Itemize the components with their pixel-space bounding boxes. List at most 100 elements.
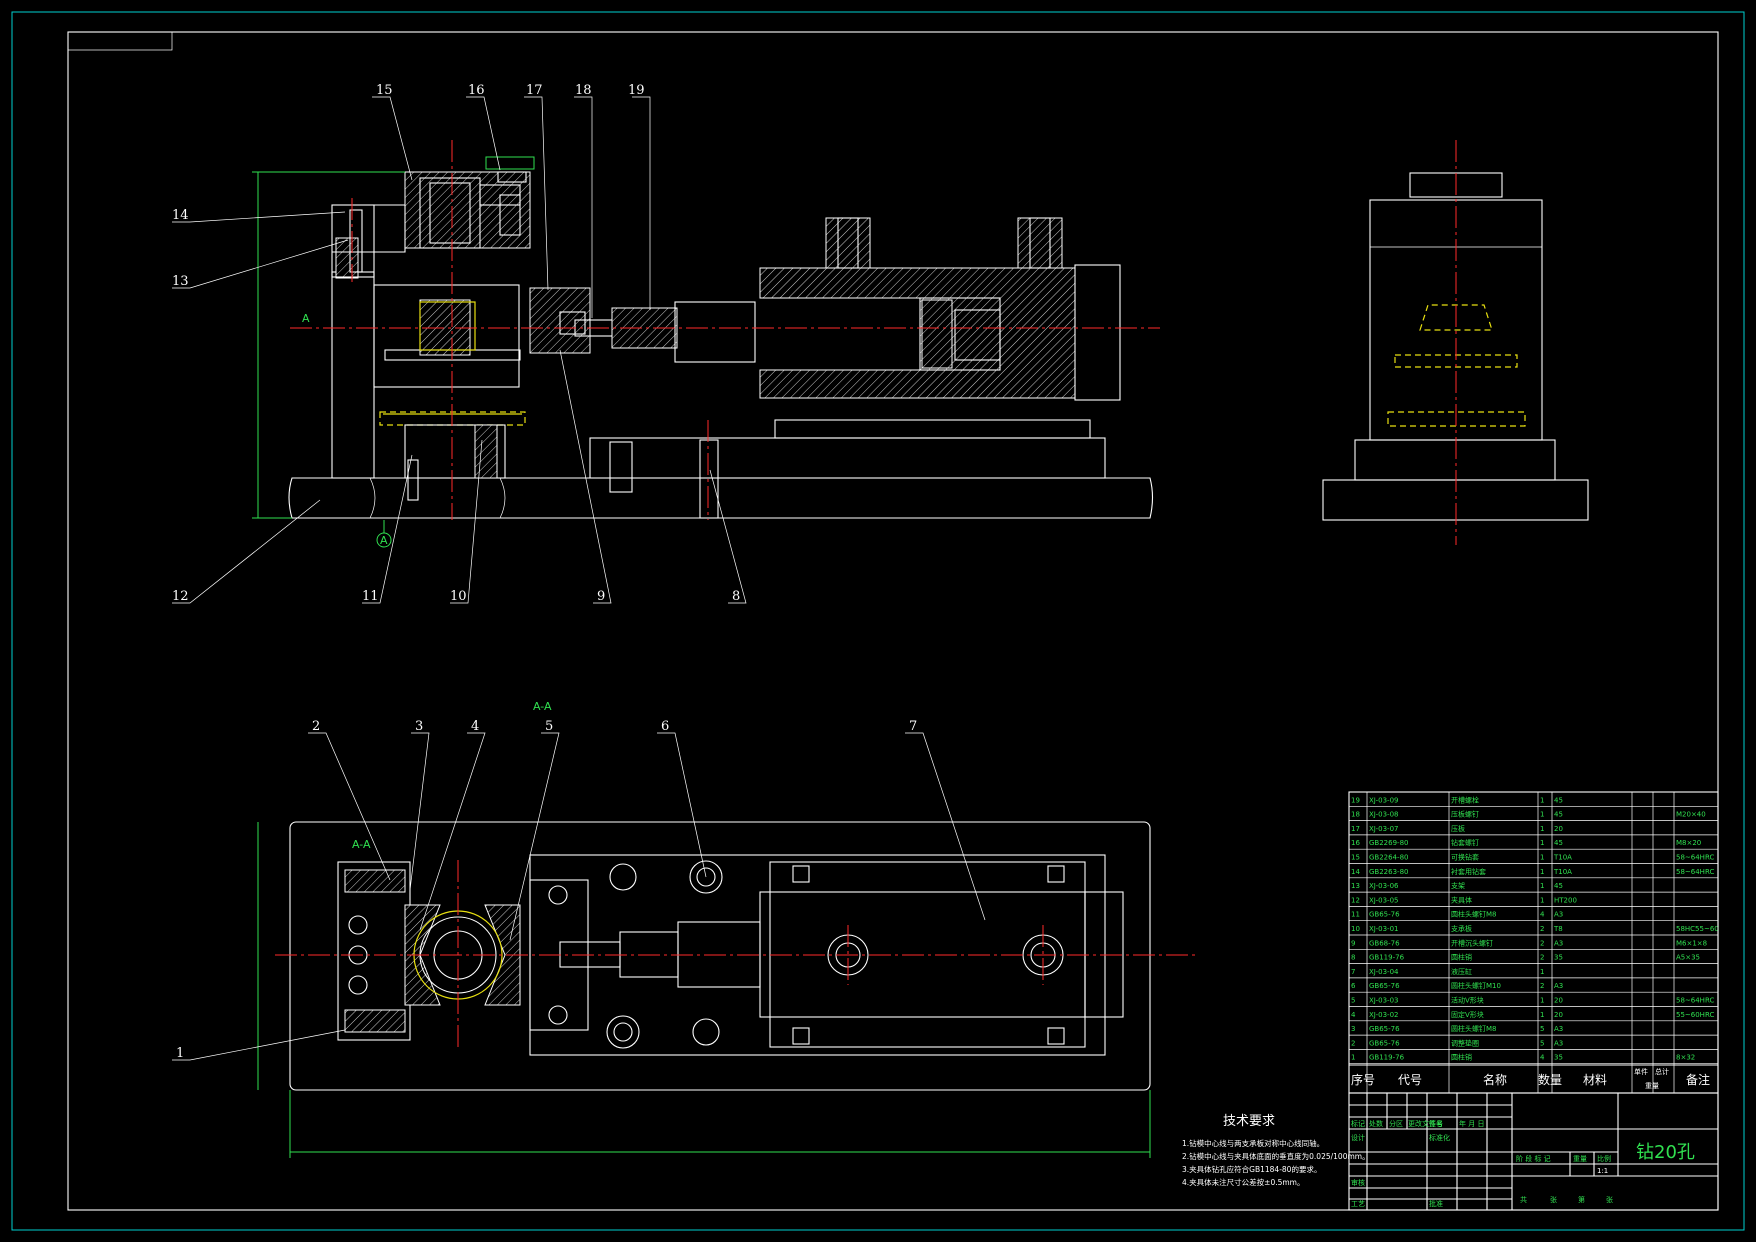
balloon-1: 1: [176, 1046, 184, 1061]
parts-cell: 活动V形块: [1451, 996, 1484, 1005]
parts-cell: A3: [1554, 1025, 1563, 1033]
parts-cell: 5: [1540, 1039, 1544, 1047]
section-aa-label: A-A: [533, 700, 552, 713]
parts-cell: 圆柱头螺钉M10: [1451, 981, 1501, 990]
tech-req-4: 4.夹具体未注尺寸公差按±0.5mm。: [1182, 1177, 1304, 1187]
hdr-name: 名称: [1483, 1072, 1507, 1087]
section-aa-small: A-A: [352, 838, 371, 851]
parts-cell: 圆柱头螺钉M8: [1451, 1024, 1497, 1033]
balloon-16: 16: [468, 83, 485, 98]
drawing-name: 钻20孔: [1636, 1142, 1695, 1163]
hdr-unit-weight: 单件: [1634, 1067, 1648, 1076]
tb-scale: 1:1: [1597, 1167, 1608, 1175]
parts-cell: XJ-03-08: [1369, 811, 1398, 819]
parts-cell: 开槽沉头螺钉: [1451, 938, 1493, 947]
parts-cell: 35: [1554, 954, 1563, 962]
hydraulic-cylinder: [674, 301, 756, 363]
parts-cell: 3: [1351, 1025, 1355, 1033]
parts-cell: 圆柱销: [1451, 1053, 1472, 1062]
parts-cell: 4: [1540, 911, 1545, 919]
parts-cell: 1: [1540, 868, 1544, 876]
parts-cell: XJ-03-05: [1369, 896, 1398, 904]
parts-cell: 7: [1351, 968, 1355, 976]
parts-cell: 1: [1540, 997, 1544, 1005]
parts-cell: 16: [1351, 839, 1360, 847]
parts-cell: XJ-03-07: [1369, 825, 1398, 833]
parts-cell: 1: [1540, 796, 1544, 804]
parts-cell: 13: [1351, 882, 1360, 890]
parts-cell: 45: [1554, 882, 1563, 890]
tech-req-1: 1.钻模中心线与两支承板对称中心线同轴。: [1182, 1138, 1324, 1148]
parts-cell: 14: [1351, 868, 1360, 876]
inner-frame: [67, 31, 1719, 1211]
parts-cell: XJ-03-09: [1369, 796, 1398, 804]
balloon-14: 14: [172, 208, 189, 223]
parts-cell: 58HC55~60: [1676, 925, 1719, 933]
parts-cell: 2: [1540, 939, 1544, 947]
parts-cell: 45: [1554, 839, 1563, 847]
parts-cell: 2: [1351, 1039, 1355, 1047]
front-view: A A: [252, 140, 1160, 548]
parts-cell: 支架: [1451, 881, 1465, 890]
parts-cell: A3: [1554, 911, 1563, 919]
parts-cell: 12: [1351, 896, 1360, 904]
parts-cell: 1: [1540, 968, 1544, 976]
parts-cell: GB119-76: [1369, 954, 1405, 962]
parts-cell: 10: [1351, 925, 1360, 933]
tb-weight: 重量: [1573, 1155, 1587, 1163]
parts-cell: 圆柱销: [1451, 953, 1472, 962]
tb-stage: 阶 段 标 记: [1516, 1154, 1551, 1163]
parts-cell: 1: [1540, 896, 1544, 904]
parts-cell: 钻套螺钉: [1451, 838, 1479, 847]
parts-cell: 55~60HRC: [1676, 1011, 1714, 1019]
tb-mark: 标记: [1351, 1119, 1365, 1128]
hdr-no: 序号: [1351, 1072, 1375, 1087]
parts-cell: 圆柱头螺钉M8: [1451, 910, 1497, 919]
parts-cell: 压板螺钉: [1451, 810, 1479, 819]
tb-standard: 标准化: [1429, 1133, 1450, 1142]
tb-ratio: 比例: [1597, 1154, 1611, 1163]
hdr-weight: 重量: [1645, 1082, 1659, 1090]
parts-cell: 6: [1351, 982, 1356, 990]
parts-cell: 8×32: [1676, 1054, 1695, 1062]
parts-cell: 压板: [1451, 824, 1465, 833]
hdr-total-weight: 总计: [1655, 1067, 1669, 1076]
parts-cell: 1: [1351, 1054, 1355, 1062]
balloon-10: 10: [450, 589, 467, 604]
tb-design: 设计: [1351, 1133, 1365, 1142]
tech-req-2: 2.钻模中心线与夹具体底面的垂直度为0.025/100mm。: [1182, 1151, 1370, 1161]
parts-cell: 20: [1554, 825, 1563, 833]
parts-cell: A3: [1554, 982, 1563, 990]
balloon-8: 8: [732, 589, 740, 604]
corner-box: [67, 31, 173, 51]
parts-cell: GB119-76: [1369, 1054, 1405, 1062]
parts-cell: 5: [1351, 997, 1355, 1005]
tb-count: 处数: [1369, 1119, 1383, 1128]
parts-cell: 45: [1554, 796, 1563, 804]
parts-cell: GB65-76: [1369, 1039, 1400, 1047]
parts-cell: 8: [1351, 954, 1355, 962]
parts-cell: M20×40: [1676, 811, 1706, 819]
parts-cell: A3: [1554, 939, 1563, 947]
hdr-material: 材料: [1583, 1073, 1607, 1087]
parts-cell: 11: [1351, 911, 1360, 919]
balloon-12: 12: [172, 589, 189, 604]
tb-zone: 分区: [1389, 1119, 1403, 1128]
parts-cell: 1: [1540, 825, 1544, 833]
parts-cell: 2: [1540, 925, 1544, 933]
tech-req-title: 技术要求: [1223, 1114, 1275, 1129]
parts-cell: 1: [1540, 854, 1544, 862]
technical-requirements: 技术要求 1.钻模中心线与两支承板对称中心线同轴。 2.钻模中心线与夹具体底面的…: [1182, 1114, 1370, 1187]
balloon-11: 11: [362, 589, 379, 604]
parts-cell: 4: [1351, 1011, 1356, 1019]
parts-cell: M8×20: [1676, 839, 1701, 847]
parts-cell: 18: [1351, 811, 1360, 819]
parts-cell: HT200: [1554, 896, 1577, 904]
parts-cell: T10A: [1553, 854, 1572, 862]
parts-cell: 1: [1540, 882, 1544, 890]
parts-cell: 4: [1540, 1054, 1545, 1062]
outer-frame: [11, 11, 1745, 1231]
parts-cell: 15: [1351, 854, 1360, 862]
parts-cell: GB2269-80: [1369, 839, 1408, 847]
